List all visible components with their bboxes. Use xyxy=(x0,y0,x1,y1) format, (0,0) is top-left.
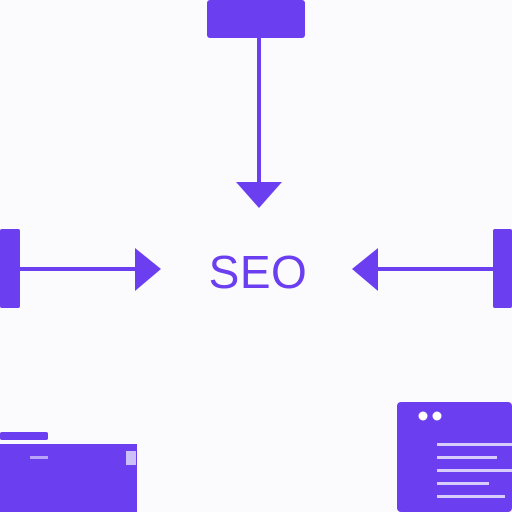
right-block xyxy=(493,229,512,308)
left-arrow-head xyxy=(135,248,161,291)
right-arrow-head xyxy=(352,248,378,291)
left-block xyxy=(0,229,20,308)
folder-icon xyxy=(0,432,137,512)
seo-label: SEO xyxy=(208,246,308,298)
top-arrow-head xyxy=(236,182,282,208)
top-block xyxy=(207,0,305,38)
browser-window-icon xyxy=(397,402,512,512)
